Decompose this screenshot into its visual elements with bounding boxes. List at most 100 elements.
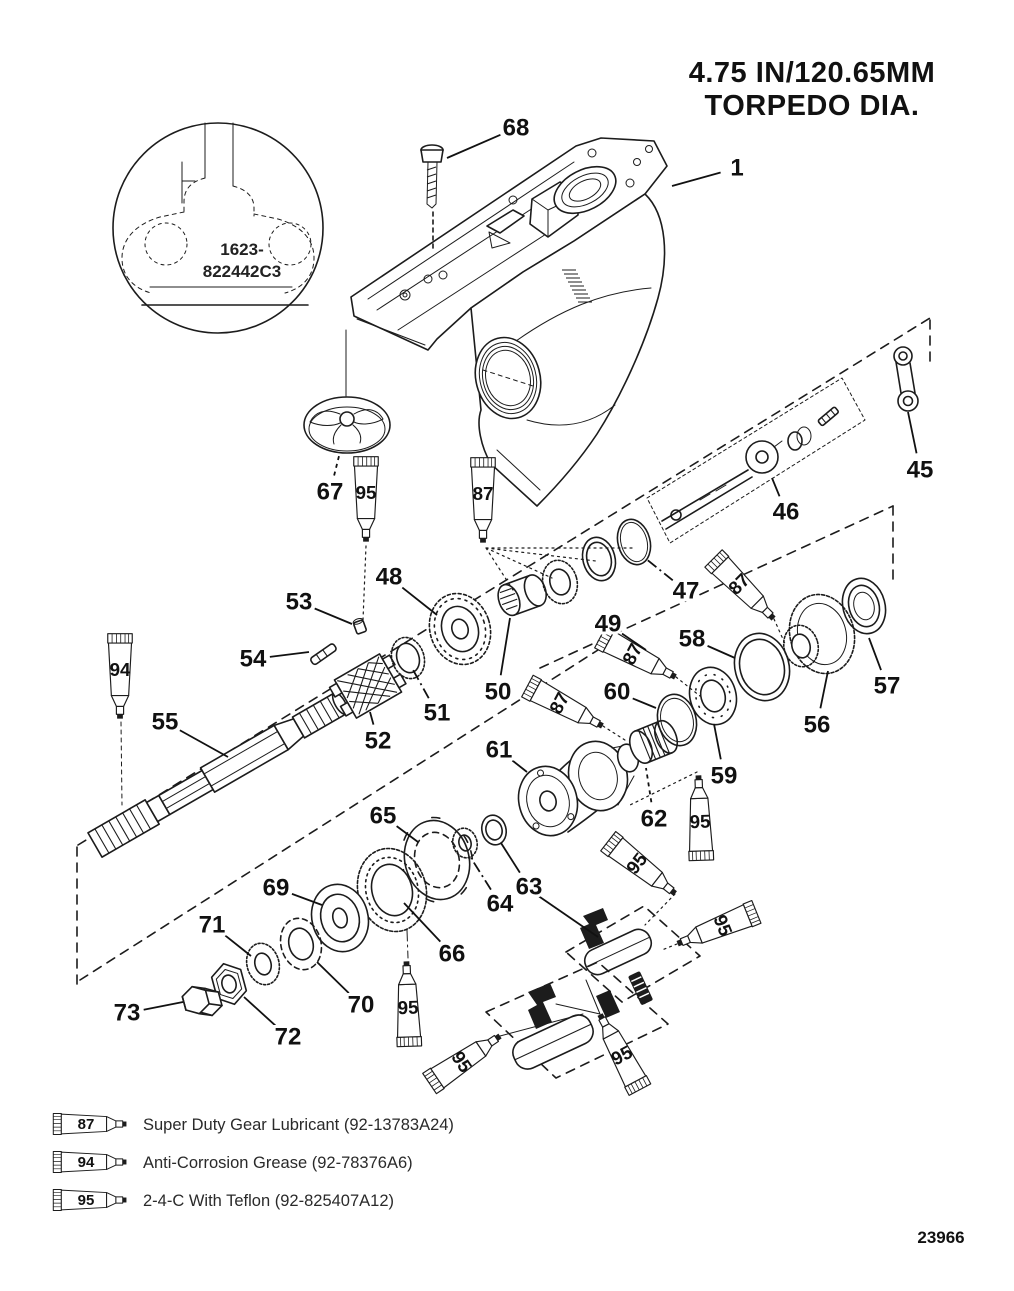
callout-50: 50 (482, 617, 514, 709)
callout-number-59: 59 (711, 763, 738, 790)
tube-number: 87 (473, 483, 494, 504)
callout-54: 54 (237, 643, 310, 676)
callout-number-54: 54 (240, 646, 267, 673)
callout-number-66: 66 (439, 941, 466, 968)
callout-61: 61 (483, 734, 528, 773)
retaining-ring-51 (390, 636, 426, 680)
callout-number-65: 65 (370, 803, 397, 830)
callout-number-69: 69 (263, 875, 290, 902)
lubricant-tube-94-2: 94 (107, 633, 133, 719)
callout-number-55: 55 (152, 709, 179, 736)
callout-68: 68 (446, 112, 532, 159)
tube-number: 95 (397, 997, 419, 1019)
lubricant-tube-95-10: 95 (597, 1013, 652, 1096)
callout-number-1: 1 (730, 155, 743, 182)
splined-gear-66 (356, 847, 428, 933)
application-lines (120, 545, 787, 1037)
callout-45: 45 (904, 411, 936, 487)
legend-item-94: Anti-Corrosion Grease (92-78376A6) (143, 1154, 413, 1172)
shift-link-45 (893, 346, 919, 412)
spline-washer-71 (245, 942, 281, 986)
title-line1: 4.75 IN/120.65MM (689, 57, 936, 89)
callout-number-64: 64 (487, 891, 514, 918)
callout-number-60: 60 (604, 679, 631, 706)
legend-tube-icon-95: 95 (52, 1188, 127, 1212)
callout-65: 65 (367, 800, 419, 843)
lubricant-tube-95-9: 95 (422, 1033, 502, 1095)
callout-number-46: 46 (773, 499, 800, 526)
legend-tube-number: 95 (78, 1192, 95, 1209)
callout-number-50: 50 (485, 679, 512, 706)
prop-shaft-55 (87, 692, 349, 858)
callout-number-61: 61 (486, 737, 513, 764)
tube-number: 95 (689, 811, 711, 833)
callout-number-57: 57 (874, 673, 901, 700)
callout-number-45: 45 (907, 457, 934, 484)
lubricant-tube-95-0: 95 (353, 456, 379, 542)
callout-71: 71 (196, 909, 252, 957)
legend-tube-icon-87: 87 (52, 1112, 127, 1136)
water-pump-plate-67 (303, 329, 391, 454)
callout-72: 72 (243, 996, 304, 1054)
lubricant-tube-95-6: 95 (688, 775, 715, 862)
callout-number-58: 58 (679, 626, 706, 653)
tapered-bearing-56 (782, 593, 856, 675)
callout-number-52: 52 (365, 728, 392, 755)
ring-58 (733, 632, 791, 702)
lubricant-tube-95-7: 95 (600, 830, 677, 896)
anode-box-lower (485, 961, 669, 1079)
forward-gear-48 (428, 592, 492, 666)
callout-57: 57 (868, 637, 903, 703)
callout-number-53: 53 (286, 589, 313, 616)
inset-part-number-line1: 1623- (220, 240, 263, 259)
callout-number-68: 68 (503, 115, 530, 142)
title-block: 4.75 IN/120.65MM TORPEDO DIA. (689, 57, 936, 122)
callout-number-67: 67 (317, 479, 344, 506)
legend-item-95: 2-4-C With Teflon (92-825407A12) (143, 1192, 394, 1210)
callout-67: 67 (314, 455, 346, 509)
oil-seal-57 (841, 577, 887, 635)
callout-66: 66 (403, 902, 468, 971)
bearing-sleeve-50 (497, 574, 547, 617)
doc-number: 23966 (917, 1228, 964, 1247)
exhaust-hatch (562, 269, 592, 303)
callout-number-49: 49 (595, 611, 622, 638)
callout-number-56: 56 (804, 712, 831, 739)
gearcase-housing (350, 137, 668, 507)
inset-part-number-line2: 822442C3 (203, 262, 281, 281)
callout-51: 51 (411, 667, 453, 730)
title-line2: TORPEDO DIA. (705, 90, 920, 122)
lubricant-tube-87-3: 87 (704, 549, 776, 621)
callout-number-48: 48 (376, 564, 403, 591)
tab-washer-72 (210, 962, 248, 1006)
ring-47b (581, 536, 617, 582)
callout-47: 47 (644, 557, 702, 608)
callout-49: 49 (592, 608, 647, 651)
legend-tube-icon-94: 94 (52, 1150, 127, 1174)
roll-pin-54 (310, 643, 337, 666)
callout-63: 63 (500, 842, 599, 938)
lug-washer-65 (400, 816, 474, 904)
lubricant-tube-87-5: 87 (521, 674, 604, 729)
callout-number-63: 63 (516, 874, 543, 901)
mounting-bolt-68 (420, 144, 444, 249)
callout-number-73: 73 (114, 1000, 141, 1027)
callout-56: 56 (801, 670, 833, 742)
detent-pin-53 (352, 617, 367, 635)
anode-box-upper (565, 905, 701, 1005)
o-ring-60 (656, 693, 698, 747)
callout-55: 55 (149, 706, 229, 758)
callout-62: 62 (638, 767, 670, 836)
bearing-carrier-61 (517, 740, 640, 837)
callout-48: 48 (373, 561, 438, 616)
legend-tube-number: 94 (78, 1154, 95, 1171)
lubricant-tube-87-1: 87 (470, 457, 496, 543)
callout-number-70: 70 (348, 992, 375, 1019)
callout-73: 73 (111, 997, 184, 1030)
callout-number-51: 51 (424, 700, 451, 727)
lubricant-tube-95-8: 95 (676, 899, 762, 947)
callout-58: 58 (676, 623, 736, 659)
tapered-bearing-47 (541, 559, 579, 605)
callout-53: 53 (283, 586, 353, 625)
